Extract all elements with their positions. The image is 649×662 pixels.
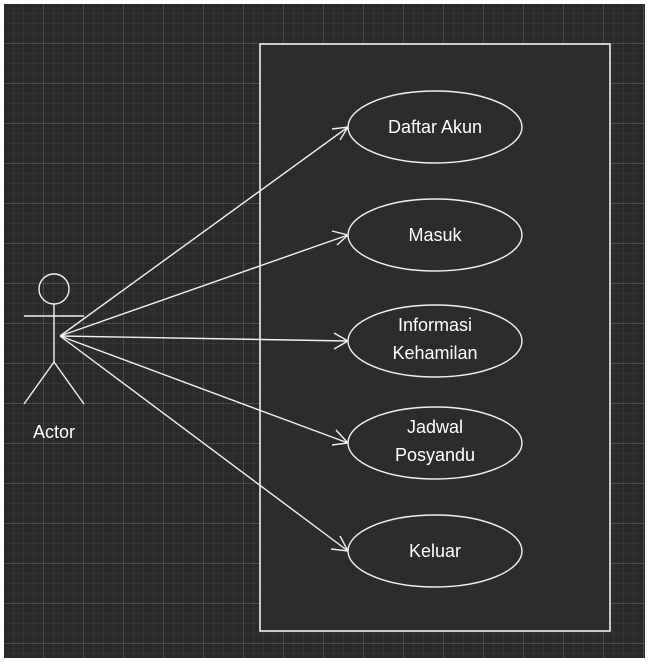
association-line — [59, 335, 349, 342]
association-line — [59, 234, 349, 337]
use-case-jadwal-posyandu[interactable]: Jadwal Posyandu — [347, 406, 523, 480]
use-case-label-line-1: Informasi — [398, 315, 472, 335]
use-case-keluar[interactable]: Keluar — [347, 514, 523, 588]
use-case-label-line-2: Posyandu — [395, 445, 475, 465]
actor-figure — [23, 273, 85, 405]
use-case-label: Keluar — [409, 541, 461, 561]
use-case-label: Daftar Akun — [388, 117, 482, 137]
use-case-masuk[interactable]: Masuk — [347, 198, 523, 272]
actor-head — [38, 273, 70, 305]
use-case-label-line-1: Jadwal — [407, 417, 463, 437]
association-line — [59, 335, 349, 552]
actor-left-leg — [23, 361, 55, 405]
use-case-informasi-kehamilan[interactable]: Informasi Kehamilan — [347, 304, 523, 378]
use-case-label: Masuk — [408, 225, 462, 245]
association-line — [59, 335, 349, 444]
use-case-label-line-2: Kehamilan — [392, 343, 477, 363]
actor-right-leg — [53, 361, 85, 405]
actor-label: Actor — [33, 422, 75, 442]
association-line — [59, 126, 349, 337]
use-case-daftar-akun[interactable]: Daftar Akun — [347, 90, 523, 164]
